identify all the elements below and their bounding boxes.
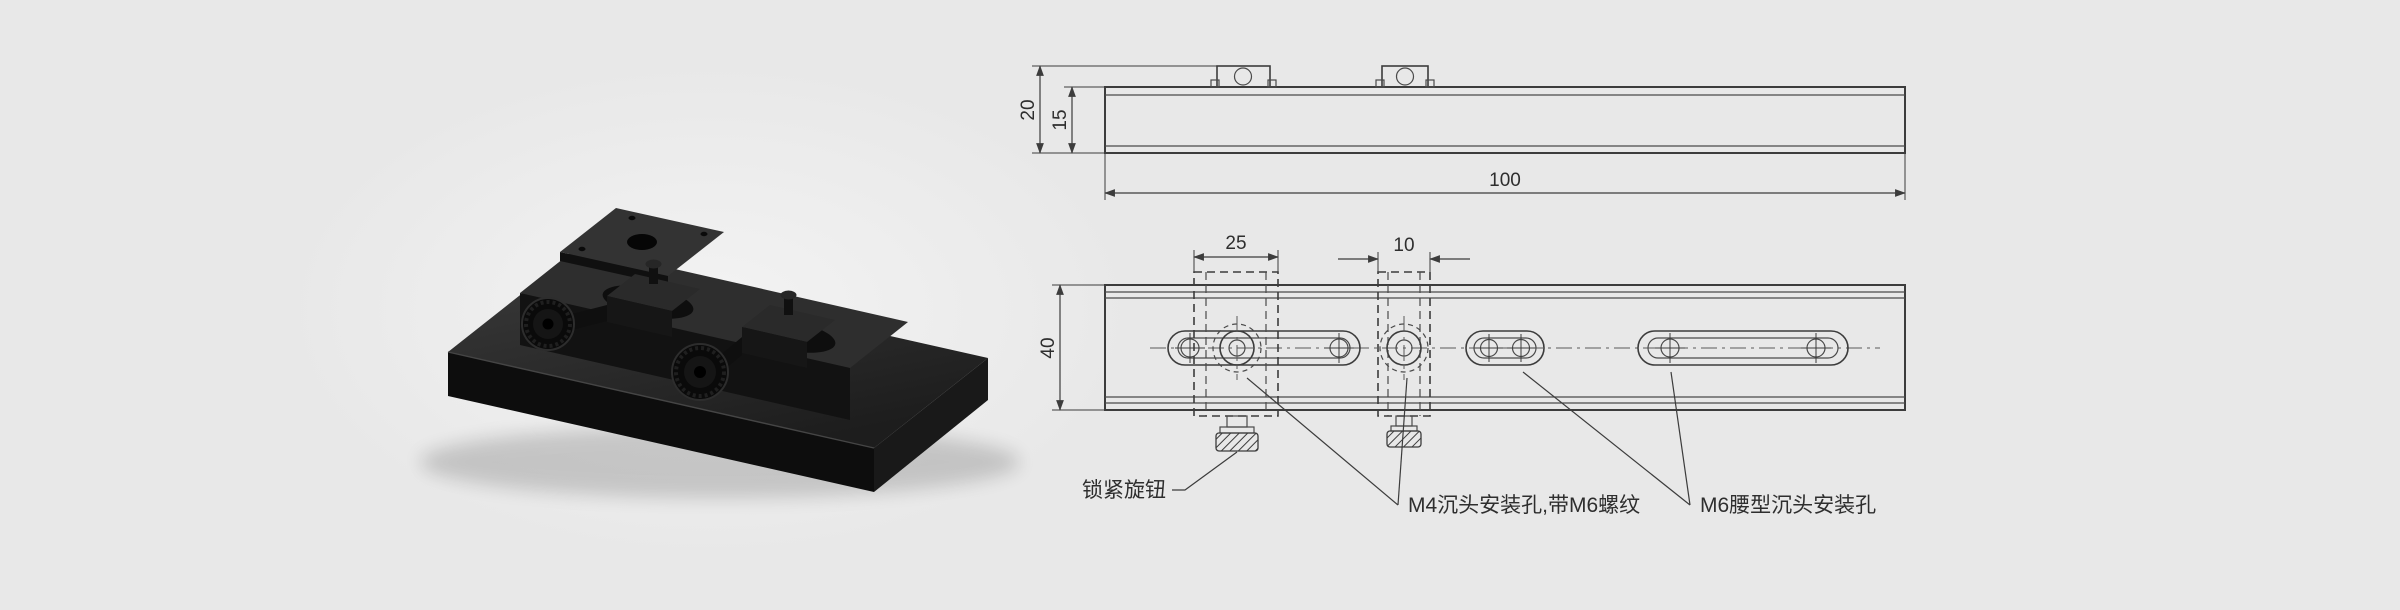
side-view-carriage-2	[1375, 65, 1435, 88]
render-base-front-edge-highlight	[447, 351, 875, 449]
leader-m4-hole-1	[1246, 377, 1399, 506]
m4-hole-1	[1212, 316, 1262, 380]
leader-m6-slot-2	[1670, 371, 1691, 506]
leader-lock-knob	[1172, 451, 1238, 491]
callout-m4-hole: M4沉头安装孔,带M6螺纹	[1246, 377, 1640, 517]
dim-total-height: 20	[1018, 65, 1217, 154]
render-lock-knob-1	[521, 297, 575, 351]
dim-total-height-value: 20	[1018, 99, 1039, 120]
render-clamp1-pin-cap	[645, 259, 662, 269]
render-clamp1-top	[607, 274, 700, 311]
dim-length: 100	[1104, 153, 1906, 200]
side-view: 20 15 100	[1018, 65, 1906, 200]
callout-lock-knob: 锁紧旋钮	[1082, 451, 1238, 502]
dim-carriage-width: 25	[1193, 233, 1279, 272]
dim-width: 40	[1038, 284, 1105, 411]
front-view: 40 25 10 锁紧旋钮 M4沉头安装孔,带M6螺纹	[1038, 233, 1906, 517]
render-corner-hole-1	[578, 246, 586, 252]
side-view-rail-outline	[1104, 86, 1906, 154]
render-clamp1-front	[607, 296, 672, 337]
render-center-hole	[627, 234, 657, 250]
lock-knob-2-drawing	[1386, 415, 1422, 448]
dim-length-value: 100	[1489, 170, 1521, 191]
slot-hole-a	[1167, 330, 1361, 366]
render-clamp2-pin	[784, 297, 793, 315]
carriage-1-hidden-outline	[1193, 271, 1279, 417]
dim-clamp-width: 10	[1338, 235, 1470, 272]
dim-carriage-width-value: 25	[1225, 233, 1246, 254]
render-base-front-face	[448, 352, 874, 492]
render-clamp2-pin-cap	[780, 290, 797, 300]
render-lock-knob-2	[671, 343, 729, 401]
front-view-rail-outline	[1104, 284, 1906, 411]
leader-m6-slot-1	[1522, 371, 1691, 506]
side-view-carriage-1	[1210, 65, 1277, 88]
m4-hole-2	[1379, 316, 1429, 380]
callout-m6-slot: M6腰型沉头安装孔	[1522, 371, 1876, 517]
render-base-right-face	[874, 358, 988, 492]
product-render	[280, 60, 1140, 560]
render-clamp1-pin	[649, 266, 658, 284]
dim-rail-height-value: 15	[1050, 109, 1071, 130]
dim-rail-height: 15	[1050, 86, 1105, 154]
slot-hole-c	[1637, 330, 1849, 366]
slot-hole-b	[1465, 330, 1545, 366]
lock-knob-1-drawing	[1215, 415, 1259, 452]
render-corner-hole-4	[628, 215, 636, 221]
callout-m4-hole-label: M4沉头安装孔,带M6螺纹	[1408, 494, 1640, 517]
dim-clamp-width-value: 10	[1393, 235, 1414, 256]
render-clamp2-front	[742, 327, 807, 368]
leader-m4-hole-2	[1397, 377, 1408, 506]
carriage-2-hidden-outline	[1377, 271, 1431, 417]
render-corner-hole-3	[700, 231, 708, 237]
render-clamp2-top	[742, 305, 835, 342]
callout-m6-slot-label: M6腰型沉头安装孔	[1700, 494, 1876, 517]
callout-lock-knob-label: 锁紧旋钮	[1082, 479, 1166, 502]
dim-width-value: 40	[1038, 337, 1059, 358]
